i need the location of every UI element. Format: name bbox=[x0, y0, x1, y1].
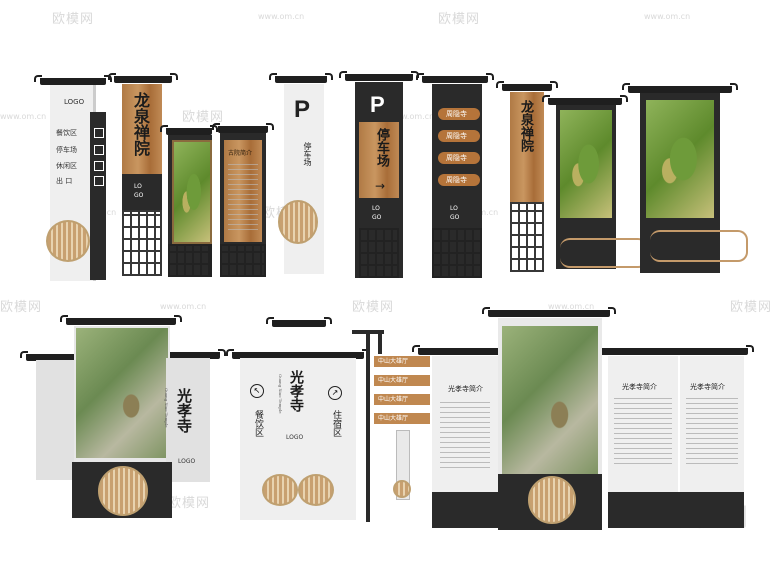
rest-icon bbox=[94, 161, 104, 171]
lattice-base bbox=[510, 202, 544, 272]
right-direction-label: 住宿区 bbox=[331, 410, 341, 437]
direction-arrow: 中山大雄厅 bbox=[374, 375, 430, 386]
direction-pill: 周隐寺 bbox=[438, 108, 480, 120]
arrow-upleft-icon: ↖ bbox=[250, 384, 264, 398]
directory-item: 餐饮区 bbox=[56, 129, 77, 137]
sign-logo: LO GO bbox=[134, 183, 144, 199]
temple-subtitle: Guang Xiao Temple bbox=[278, 374, 283, 414]
lattice-medallion bbox=[278, 200, 318, 244]
aerial-photo bbox=[76, 328, 168, 458]
watermark-logo: 欧模网 bbox=[438, 12, 481, 27]
sign-logo: LO GO bbox=[372, 205, 382, 221]
watermark-url: www.om.cn bbox=[0, 112, 47, 121]
lattice-base bbox=[359, 228, 399, 278]
temple-subtitle: Guang Xiao Temple bbox=[164, 388, 169, 428]
lattice-medallion bbox=[298, 474, 334, 506]
lattice-base bbox=[220, 244, 266, 277]
watermark-logo: 欧模网 bbox=[168, 496, 211, 511]
directory-item: 休闲区 bbox=[56, 162, 77, 170]
site-map bbox=[646, 100, 714, 218]
watermark-logo: 欧模网 bbox=[730, 300, 773, 315]
lattice-base bbox=[432, 228, 482, 278]
exit-icon bbox=[94, 176, 104, 186]
intro-title: 古院简介 bbox=[228, 150, 253, 157]
lattice-medallion bbox=[46, 220, 90, 262]
direction-pill: 周隐寺 bbox=[438, 174, 480, 186]
watermark-url: www.om.cn bbox=[548, 302, 595, 311]
parking-label: 停车场 bbox=[303, 142, 312, 166]
parking-icon bbox=[94, 145, 104, 155]
watermark-url: www.om.cn bbox=[258, 12, 305, 21]
sign-logo: LO GO bbox=[450, 205, 460, 221]
direction-arrow: 中山大雄厅 bbox=[374, 394, 430, 405]
temple-title: 光孝寺 bbox=[288, 370, 304, 412]
watermark-logo: 欧模网 bbox=[52, 12, 95, 27]
left-direction-label: 餐饮区 bbox=[253, 410, 263, 437]
sign-logo: LOGO bbox=[178, 458, 196, 465]
parking-letter: P bbox=[370, 92, 385, 117]
temple-title: 龙泉禅院 bbox=[518, 100, 533, 152]
watermark-url: www.om.cn bbox=[160, 302, 207, 311]
lattice-medallion bbox=[528, 476, 576, 524]
lattice-medallion bbox=[98, 466, 148, 516]
temple-title: 光孝寺 bbox=[175, 388, 193, 433]
intro-title: 光孝寺简介 bbox=[622, 383, 657, 391]
watermark-logo: 欧模网 bbox=[0, 300, 43, 315]
directory-item: 停车场 bbox=[56, 146, 77, 154]
aerial-photo bbox=[502, 326, 598, 474]
watermark-logo: 欧模网 bbox=[352, 300, 395, 315]
dining-icon bbox=[94, 128, 104, 138]
intro-title: 光孝寺简介 bbox=[448, 385, 483, 393]
lattice-base bbox=[168, 244, 212, 277]
direction-pill: 周隐寺 bbox=[438, 130, 480, 142]
parking-label: 停车场 bbox=[374, 128, 389, 167]
sign-logo: LOGO bbox=[286, 434, 304, 441]
directory-item: 出 口 bbox=[56, 177, 73, 185]
direction-pill: 周隐寺 bbox=[438, 152, 480, 164]
arrow-right-icon: → bbox=[375, 179, 386, 193]
lattice-medallion bbox=[262, 474, 298, 506]
temple-title: 龙泉禅院 bbox=[131, 92, 150, 156]
watermark-url: www.om.cn bbox=[644, 12, 691, 21]
site-map bbox=[560, 110, 612, 218]
direction-arrow: 中山大雄厅 bbox=[374, 413, 430, 424]
direction-arrow: 中山大雄厅 bbox=[374, 356, 430, 367]
site-map bbox=[172, 140, 212, 244]
watermark-logo: 欧模网 bbox=[182, 110, 225, 125]
watermark-url: www.om.cn bbox=[388, 112, 435, 121]
parking-letter: P bbox=[294, 96, 311, 123]
arrow-upright-icon: ↗ bbox=[328, 386, 342, 400]
sign-logo: LOGO bbox=[64, 98, 85, 106]
intro-title: 光孝寺简介 bbox=[690, 383, 725, 391]
lattice-base bbox=[122, 210, 162, 276]
lattice-medallion bbox=[393, 480, 411, 498]
